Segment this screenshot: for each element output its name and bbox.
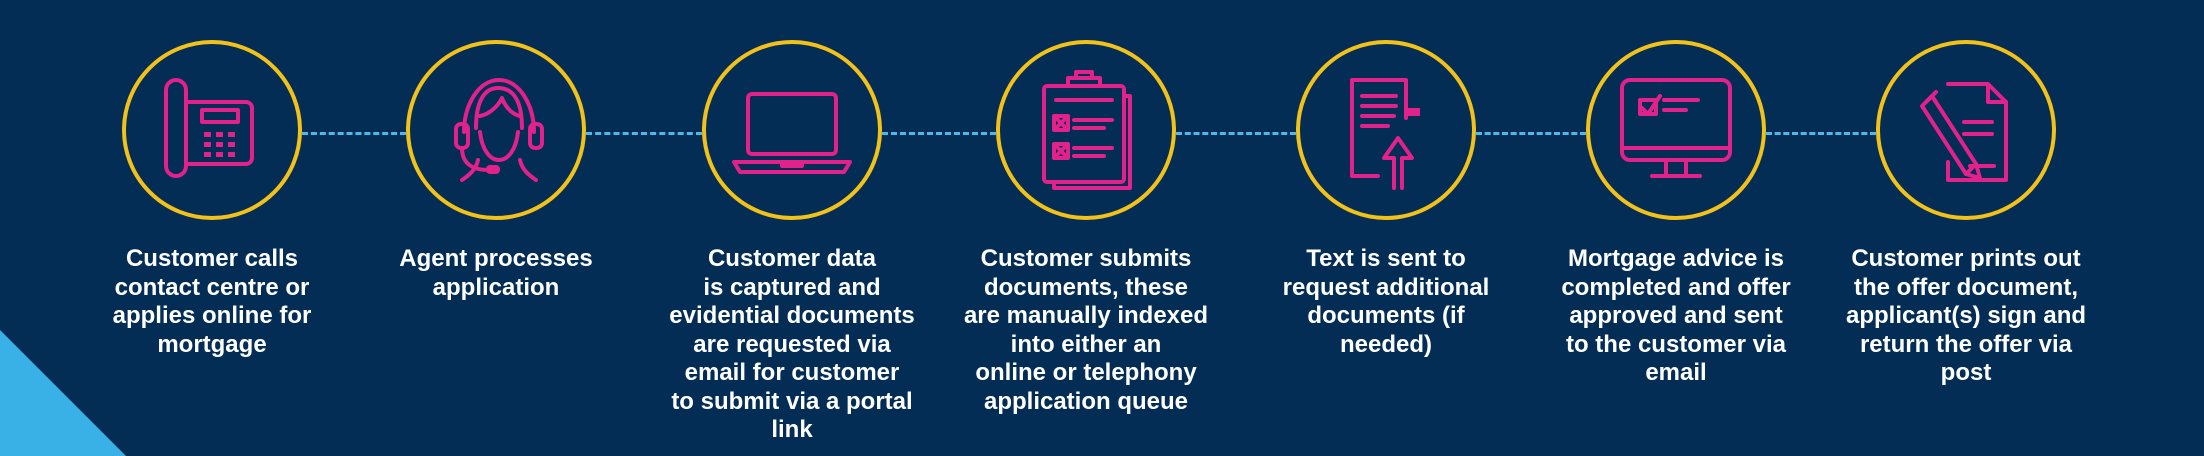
step-icon-circle: [406, 40, 586, 220]
connector-line-4: [1176, 132, 1296, 135]
laptop-icon: [732, 92, 852, 174]
step-label: Text is sent to request additional docum…: [1282, 245, 1490, 358]
connector-line-6: [1766, 132, 1876, 135]
step-label: Mortgage advice is completed and offer a…: [1561, 245, 1791, 386]
step-icon-circle: [1296, 40, 1476, 220]
monitor-approval-icon: [1620, 78, 1732, 178]
connector-line-5: [1476, 132, 1586, 135]
step-icon-circle: [702, 40, 882, 220]
step-icon-circle: [1586, 40, 1766, 220]
step-icon-circle: [996, 40, 1176, 220]
step-label: Customer submits documents, these are ma…: [963, 245, 1209, 415]
agent-headset-icon: [454, 78, 544, 182]
document-sign-icon: [1920, 82, 2008, 182]
connector-line-3: [882, 132, 996, 135]
clipboard-checklist-icon: [1042, 70, 1132, 190]
step-label: Customer prints out the offer document, …: [1845, 245, 2087, 386]
connector-line-2: [586, 132, 702, 135]
step-label: Agent processes application: [399, 245, 593, 301]
step-icon-circle: [122, 40, 302, 220]
connector-line-1: [302, 132, 406, 135]
step-icon-circle: [1876, 40, 2056, 220]
document-upload-icon: [1350, 78, 1420, 190]
step-label: Customer data is captured and evidential…: [669, 245, 915, 443]
step-label: Customer calls contact centre or applies…: [112, 245, 312, 358]
telephone-icon: [164, 78, 254, 178]
corner-accent-triangle: [0, 330, 126, 456]
